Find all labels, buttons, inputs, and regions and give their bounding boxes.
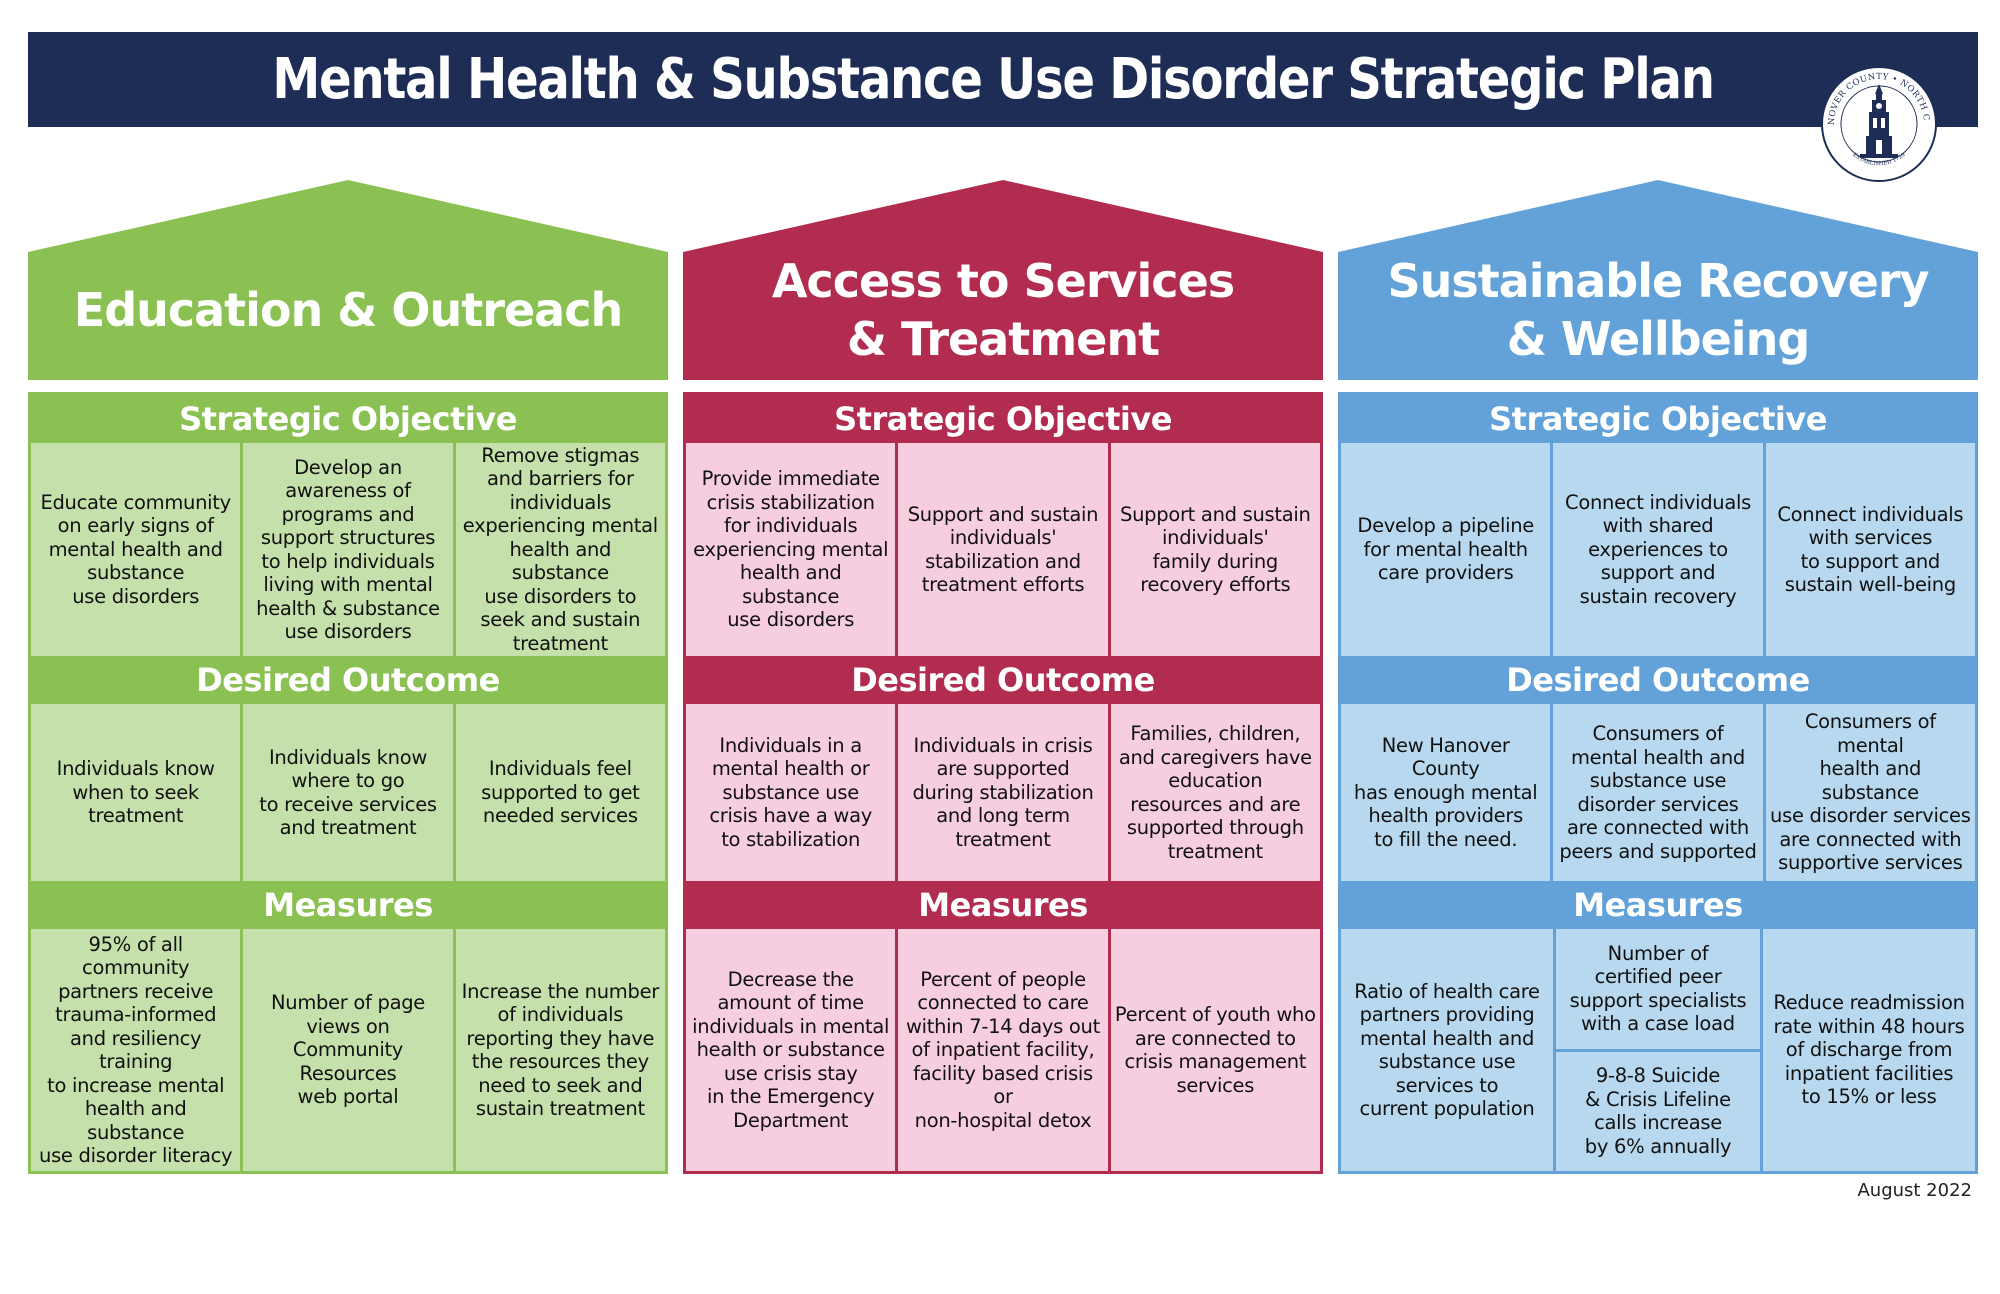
measures-cell: Number of certified peer support special… — [1556, 929, 1760, 1049]
objectives-cell: Support and sustain individuals' family … — [1110, 443, 1320, 656]
section-header-objective: Strategic Objective — [31, 395, 665, 443]
objectives-cell: Support and sustain individuals' stabili… — [898, 443, 1108, 656]
pillar-title: Education & Outreach — [73, 283, 623, 337]
measures-cell: Number of page views on Community Resour… — [243, 929, 453, 1171]
objectives-row: Provide immediate crisis stabilization f… — [686, 443, 1320, 656]
pillar-roof: Access to Services & Treatment — [683, 180, 1323, 380]
objectives-row: Develop a pipeline for mental health car… — [1341, 443, 1975, 656]
pillar-title: Access to Services & Treatment — [771, 254, 1235, 366]
section-header-measures: Measures — [686, 881, 1320, 929]
section-header-outcome: Desired Outcome — [31, 656, 665, 704]
measures-row: Ratio of health care partners providing … — [1341, 929, 1975, 1171]
title-banner: Mental Health & Substance Use Disorder S… — [28, 32, 1978, 127]
outcomes-cell: Individuals in a mental health or substa… — [686, 704, 896, 881]
objectives-row: Educate community on early signs of ment… — [31, 443, 665, 656]
objectives-cell: Develop an awareness of programs and sup… — [243, 443, 453, 656]
measures-cell: 9-8-8 Suicide & Crisis Lifeline calls in… — [1556, 1051, 1760, 1171]
measures-row: 95% of all community partners receive tr… — [31, 929, 665, 1171]
outcomes-cell: Individuals know when to seek treatment — [31, 704, 241, 881]
outcomes-cell: Consumers of mental health and substance… — [1553, 704, 1763, 881]
measures-cell: Percent of youth who are connected to cr… — [1110, 929, 1320, 1171]
pillar-roof: Sustainable Recovery & Wellbeing — [1338, 180, 1978, 380]
measures-cell: Increase the number of individuals repor… — [455, 929, 665, 1171]
measures-cell: 95% of all community partners receive tr… — [31, 929, 241, 1171]
outcomes-cell: New Hanover County has enough mental hea… — [1341, 704, 1551, 881]
outcomes-cell: Individuals feel supported to get needed… — [455, 704, 665, 881]
measures-cell: Reduce readmission rate within 48 hours … — [1763, 929, 1975, 1171]
objectives-cell: Remove stigmas and barriers for individu… — [455, 443, 665, 656]
objectives-cell: Connect individuals with services to sup… — [1765, 443, 1975, 656]
page-title: Mental Health & Substance Use Disorder S… — [272, 47, 1715, 112]
measures-cell: Percent of people connected to care with… — [898, 929, 1108, 1171]
county-seal-icon: NEW HANOVER COUNTY • NORTH CAROLINA ESTA… — [1820, 38, 1937, 182]
measures-split-cell: Number of certified peer support special… — [1556, 929, 1760, 1171]
section-header-objective: Strategic Objective — [686, 395, 1320, 443]
measures-cell: Decrease the amount of time individuals … — [686, 929, 896, 1171]
pillar-roof: Education & Outreach — [28, 180, 668, 380]
outcomes-cell: Families, children, and caregivers have … — [1110, 704, 1320, 881]
objectives-cell: Provide immediate crisis stabilization f… — [686, 443, 896, 656]
pillar-title: Sustainable Recovery & Wellbeing — [1387, 254, 1929, 366]
section-header-measures: Measures — [31, 881, 665, 929]
outcomes-cell: Individuals in crisis are supported duri… — [898, 704, 1108, 881]
section-header-outcome: Desired Outcome — [686, 656, 1320, 704]
objectives-cell: Connect individuals with shared experien… — [1553, 443, 1763, 656]
objectives-cell: Educate community on early signs of ment… — [31, 443, 241, 656]
outcomes-cell: Consumers of mental health and substance… — [1765, 704, 1975, 881]
outcomes-row: New Hanover County has enough mental hea… — [1341, 704, 1975, 881]
section-header-measures: Measures — [1341, 881, 1975, 929]
measures-cell: Ratio of health care partners providing … — [1341, 929, 1553, 1171]
outcomes-row: Individuals in a mental health or substa… — [686, 704, 1320, 881]
objectives-cell: Develop a pipeline for mental health car… — [1341, 443, 1551, 656]
date-footer: August 2022 — [1857, 1180, 1972, 1201]
section-header-outcome: Desired Outcome — [1341, 656, 1975, 704]
section-header-objective: Strategic Objective — [1341, 395, 1975, 443]
measures-row: Decrease the amount of time individuals … — [686, 929, 1320, 1171]
outcomes-cell: Individuals know where to go to receive … — [243, 704, 453, 881]
